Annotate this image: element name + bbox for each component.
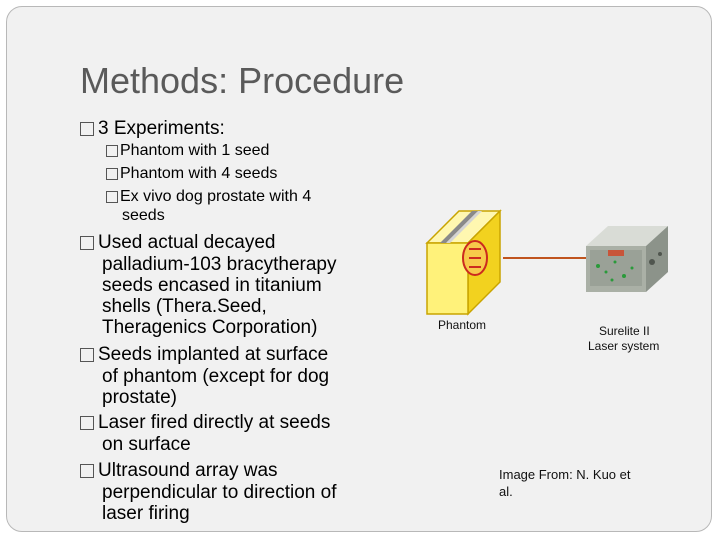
image-credit-line2: al. xyxy=(499,484,513,499)
bullet-box-icon xyxy=(80,235,94,250)
seed-marker-icon xyxy=(462,240,488,276)
laser-caption-line2: Laser system xyxy=(588,339,660,353)
bullet-box-icon xyxy=(106,167,118,180)
image-credit-line1: Image From: N. Kuo et xyxy=(499,467,631,482)
bullet-decayed-seeds: Used actual decayed xyxy=(80,232,275,254)
bullet-continuation: Theragenics Corporation) xyxy=(102,317,318,338)
phantom-caption: Phantom xyxy=(438,318,487,332)
bullet-text: Laser fired directly at seeds xyxy=(98,412,331,433)
bullet-continuation: seeds encased in titanium xyxy=(102,275,322,296)
bullet-box-icon xyxy=(80,415,94,430)
bullet-continuation: perpendicular to direction of xyxy=(102,482,337,503)
sub-bullet-text: Ex vivo dog prostate with 4 xyxy=(120,188,312,205)
laser-caption-line1: Surelite II xyxy=(599,324,650,338)
bullet-experiments: 3 Experiments: xyxy=(80,118,225,140)
bullet-ultrasound-array: Ultrasound array was xyxy=(80,460,278,482)
bullet-text: Used actual decayed xyxy=(98,232,276,253)
bullet-continuation: of phantom (except for dog xyxy=(102,366,330,387)
sub-bullet-phantom-1: Phantom with 1 seed xyxy=(106,142,269,160)
slide-title: Methods: Procedure xyxy=(80,60,405,101)
bullet-text: Seeds implanted at surface xyxy=(98,344,329,365)
bullet-continuation: on surface xyxy=(102,434,191,455)
bullet-box-icon xyxy=(80,121,94,136)
sub-bullet-phantom-4: Phantom with 4 seeds xyxy=(106,165,277,183)
sub-bullet-dog-prostate: Ex vivo dog prostate with 4 xyxy=(106,188,311,206)
bullet-box-icon xyxy=(80,463,94,478)
bullet-box-icon xyxy=(80,347,94,362)
phantom-block xyxy=(425,209,502,316)
bullet-laser-fired: Laser fired directly at seeds xyxy=(80,412,330,434)
sub-bullet-text: Phantom with 1 seed xyxy=(120,142,270,159)
bullet-text: Ultrasound array was xyxy=(98,460,278,481)
sub-bullet-continuation: seeds xyxy=(122,207,165,224)
bullet-continuation: laser firing xyxy=(102,503,190,524)
bullet-seeds-implanted: Seeds implanted at surface xyxy=(80,344,328,366)
bullet-continuation: shells (Thera.Seed, xyxy=(102,296,267,317)
bullet-box-icon xyxy=(106,190,118,203)
bullet-continuation: palladium-103 bracytherapy xyxy=(102,254,337,275)
bullet-continuation: prostate) xyxy=(102,387,177,408)
bullet-box-icon xyxy=(106,144,118,157)
laser-device-image xyxy=(586,226,668,292)
bullet-text: 3 Experiments: xyxy=(98,118,225,139)
sub-bullet-text: Phantom with 4 seeds xyxy=(120,165,278,182)
